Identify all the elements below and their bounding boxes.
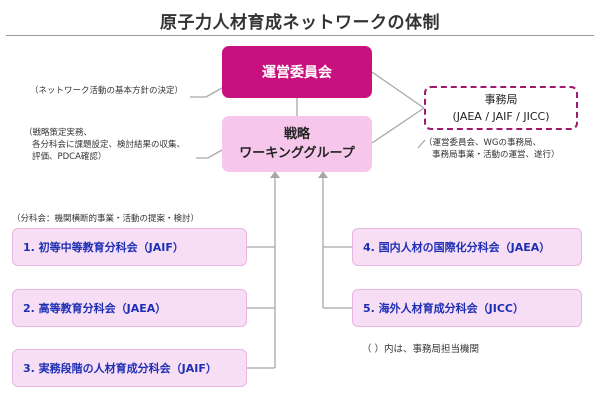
subcommittee-2-label: 2. 高等教育分科会（JAEA） bbox=[23, 302, 167, 315]
secretariat-label-line2: (JAEA / JAIF / JICC) bbox=[452, 110, 550, 123]
steering-committee-box: 運営委員会 bbox=[222, 46, 372, 98]
subcommittee-3-box: 3. 実務段階の人材育成分科会（JAIF） bbox=[12, 349, 247, 387]
secretariat-note-leader bbox=[417, 139, 426, 149]
subcommittee-2-box: 2. 高等教育分科会（JAEA） bbox=[12, 289, 247, 327]
wg-note-line: 評価、PDCA確認） bbox=[32, 152, 107, 162]
strategy-wg-box: 戦略 ワーキンググループ bbox=[222, 116, 372, 172]
arrowhead-right bbox=[318, 171, 328, 178]
steering-committee-label: 運営委員会 bbox=[262, 65, 332, 81]
arrowhead-left bbox=[270, 171, 280, 178]
secretariat-note: （運営委員会、WGの事務局、 事務局事業・活動の運営、遂行） bbox=[424, 137, 560, 161]
page-title: 原子力人材育成ネットワークの体制 bbox=[160, 13, 440, 33]
connector-committee-secretariat bbox=[371, 71, 425, 109]
strategy-wg-label-line2: ワーキンググループ bbox=[239, 146, 355, 161]
committee-note-leader bbox=[190, 87, 223, 98]
subcommittee-3-label: 3. 実務段階の人材育成分科会（JAIF） bbox=[23, 362, 217, 375]
subcommittee-1-box: 1. 初等中等教育分科会（JAIF） bbox=[12, 228, 247, 266]
wg-note-line: 各分科会に課題設定、検討結果の収集、 bbox=[32, 140, 186, 150]
subcommittee-note: （分科会：機関横断的事業・活動の提案・検討） bbox=[12, 214, 200, 224]
subcommittee-5-label: 5. 海外人材育成分科会（JICC） bbox=[363, 302, 524, 315]
strategy-wg-label-line1: 戦略 bbox=[283, 127, 310, 142]
wg-note-line: （戦略策定実務、 bbox=[24, 128, 93, 138]
subcommittee-4-label: 4. 国内人材の国際化分科会（JAEA） bbox=[363, 241, 551, 254]
legend-note: （ ）内は、事務局担当機関 bbox=[362, 344, 480, 355]
secretariat-box: 事務局 (JAEA / JAIF / JICC) bbox=[424, 86, 578, 130]
subcommittee-1-label: 1. 初等中等教育分科会（JAIF） bbox=[23, 241, 184, 254]
secretariat-note-line: 事務局事業・活動の運営、遂行） bbox=[432, 150, 560, 160]
secretariat-label-line1: 事務局 bbox=[484, 93, 518, 106]
committee-note: （ネットワーク活動の基本方針の決定） bbox=[30, 86, 184, 96]
wg-note: （戦略策定実務、 各分科会に課題設定、検討結果の収集、 評価、PDCA確認） bbox=[24, 127, 185, 163]
wg-note-leader bbox=[196, 149, 223, 159]
subcommittee-4-box: 4. 国内人材の国際化分科会（JAEA） bbox=[352, 228, 582, 266]
secretariat-note-line: （運営委員会、WGの事務局、 bbox=[424, 138, 541, 148]
subcommittee-5-box: 5. 海外人材育成分科会（JICC） bbox=[352, 289, 582, 327]
connector-wg-secretariat bbox=[371, 107, 425, 144]
title-underline bbox=[6, 35, 594, 36]
